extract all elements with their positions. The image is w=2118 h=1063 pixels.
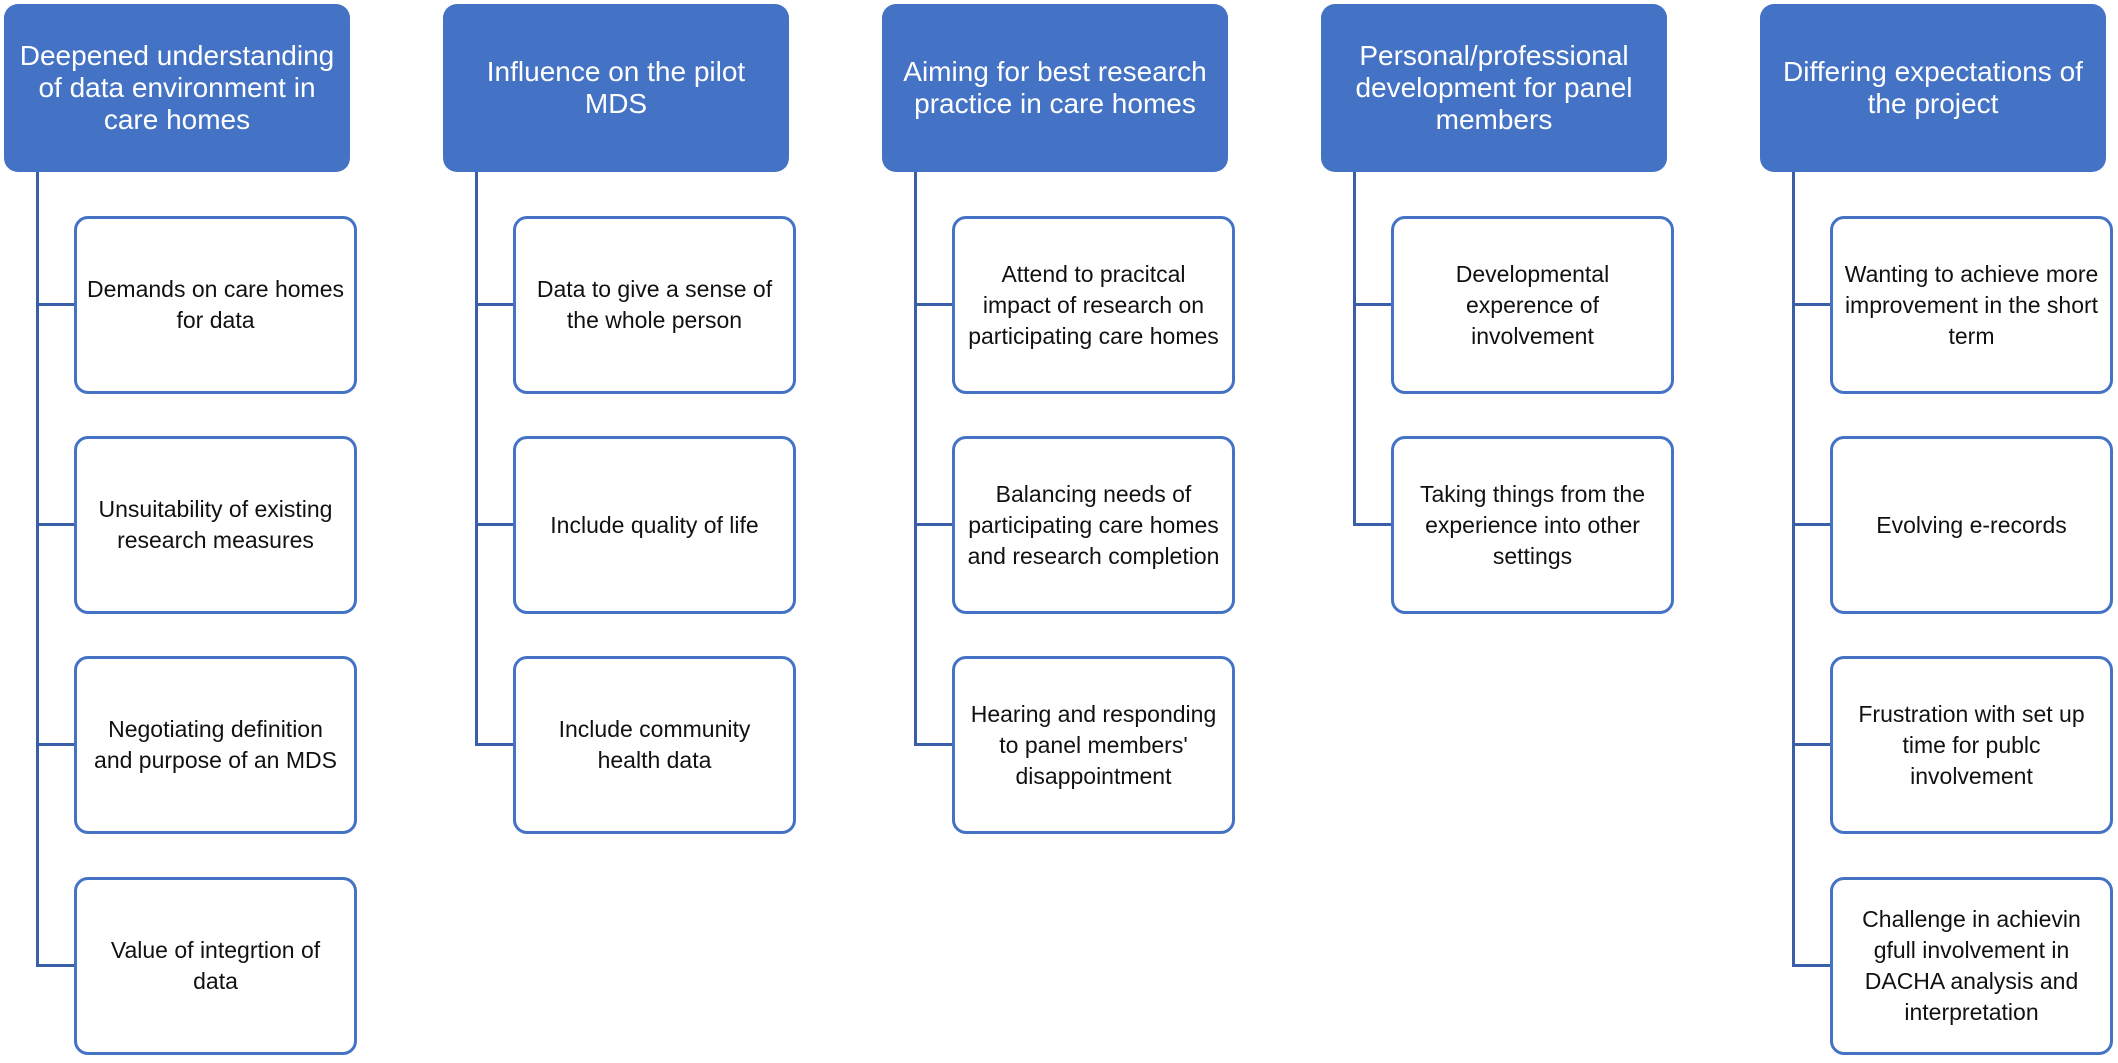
connector-trunk [475,172,478,746]
subtheme-card: Balancing needs of participating care ho… [952,436,1235,614]
theme-header: Deepened understanding of data environme… [4,4,350,172]
connector-trunk [1792,172,1795,966]
subtheme-card: Frustration with set up time for publc i… [1830,656,2113,834]
theme-column-3: Aiming for best research practice in car… [882,0,1302,1063]
subtheme-card: Include quality of life [513,436,796,614]
theme-column-2: Influence on the pilot MDS Data to give … [443,0,863,1063]
connector-branch [36,743,74,746]
connector-branch [914,523,952,526]
subtheme-card: Evolving e-records [1830,436,2113,614]
connector-branch [1792,303,1830,306]
subtheme-card: Wanting to achieve more improvement in t… [1830,216,2113,394]
connector-branch [914,743,952,746]
theme-column-5: Differing expectations of the project Wa… [1760,0,2118,1063]
connector-branch [1353,523,1391,526]
connector-branch [475,303,513,306]
connector-branch [1792,523,1830,526]
subtheme-card: Data to give a sense of the whole person [513,216,796,394]
theme-column-1: Deepened understanding of data environme… [4,0,424,1063]
connector-branch [1353,303,1391,306]
connector-trunk [1353,172,1356,526]
theme-header: Personal/professional development for pa… [1321,4,1667,172]
subtheme-card: Developmental experence of involvement [1391,216,1674,394]
connector-branch [1792,743,1830,746]
subtheme-card: Include community health data [513,656,796,834]
subtheme-card: Attend to pracitcal impact of research o… [952,216,1235,394]
theme-header: Influence on the pilot MDS [443,4,789,172]
connector-branch [36,964,74,967]
subtheme-card: Challenge in achievin gfull involvement … [1830,877,2113,1055]
connector-trunk [36,172,39,966]
connector-branch [1792,964,1830,967]
theme-header: Differing expectations of the project [1760,4,2106,172]
subtheme-card: Negotiating definition and purpose of an… [74,656,357,834]
subtheme-card: Value of integrtion of data [74,877,357,1055]
subtheme-card: Taking things from the experience into o… [1391,436,1674,614]
subtheme-card: Unsuitability of existing research measu… [74,436,357,614]
connector-branch [914,303,952,306]
subtheme-card: Demands on care homes for data [74,216,357,394]
theme-column-4: Personal/professional development for pa… [1321,0,1741,1063]
connector-branch [475,523,513,526]
connector-trunk [914,172,917,746]
connector-branch [36,303,74,306]
connector-branch [36,523,74,526]
subtheme-card: Hearing and responding to panel members'… [952,656,1235,834]
connector-branch [475,743,513,746]
theme-header: Aiming for best research practice in car… [882,4,1228,172]
